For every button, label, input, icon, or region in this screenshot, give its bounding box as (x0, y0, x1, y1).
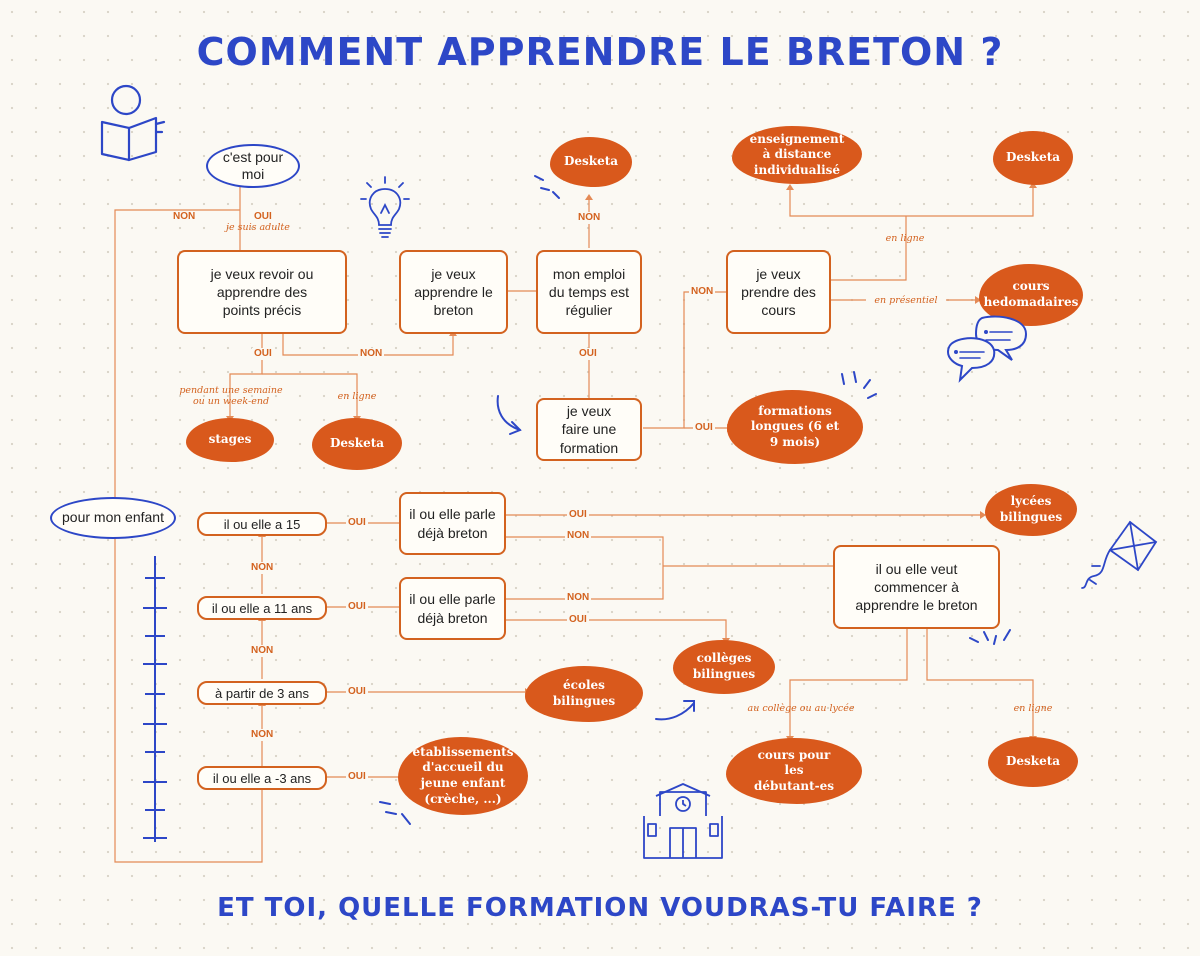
page-title: COMMENT APPRENDRE LE BRETON ? (196, 30, 1004, 74)
label-oui: OUI (693, 422, 715, 434)
label-oui: OUI (346, 771, 368, 783)
box-cours: je veux prendre des cours (726, 250, 831, 334)
arrow-icon (496, 395, 522, 435)
label-non: NON (358, 348, 385, 360)
outcome-formations-longues: formations longues (6 et 9 mois) (727, 390, 863, 464)
label-non: NON (171, 211, 198, 223)
label-oui: OUI (577, 348, 599, 360)
sparkle-lines-icon (969, 629, 1011, 645)
label-en-presentiel: en présentiel (866, 295, 946, 306)
outcome-ecoles-bilingues: écoles bilingues (525, 666, 643, 722)
age-15: il ou elle a 15 (197, 512, 327, 536)
label-oui: OUI (346, 601, 368, 613)
label-oui: OUI (567, 509, 589, 521)
label-non: NON (689, 286, 716, 298)
outcome-stages: stages (186, 418, 274, 462)
age-under-3: il ou elle a -3 ans (197, 766, 327, 790)
sparkle-lines-icon (841, 371, 877, 399)
label-je-suis-adulte: je suis adulte (226, 222, 290, 233)
label-non: NON (249, 562, 276, 574)
label-oui: OUI (252, 211, 274, 223)
outcome-enseignement-distance: enseignement à distance individualisé (732, 126, 862, 184)
age-11: il ou elle a 11 ans (197, 596, 327, 620)
label-non: NON (576, 212, 603, 224)
lightbulb-icon (360, 176, 410, 238)
box-parle-1: il ou elle parle déjà breton (399, 492, 506, 555)
outcome-desketa-1: Desketa (550, 137, 632, 187)
sparkle-lines-icon (534, 175, 560, 199)
outcome-desketa-3: Desketa (312, 418, 402, 470)
label-en-ligne: en ligne (337, 391, 377, 402)
box-commencer: il ou elle veut commencer à apprendre le… (833, 545, 1000, 629)
school-building-icon (643, 783, 723, 859)
box-apprendre: je veux apprendre le breton (399, 250, 508, 334)
label-college-lycee: au collège ou au lycée (747, 703, 855, 714)
label-non: NON (249, 729, 276, 741)
kite-icon (1081, 520, 1158, 589)
label-oui: OUI (567, 614, 589, 626)
label-non: NON (565, 592, 592, 604)
outcome-etablissements: établissements d'accueil du jeune enfant… (398, 737, 528, 815)
label-oui: OUI (346, 517, 368, 529)
outcome-cours-debutants: cours pour les débutant-es (726, 738, 862, 804)
box-revoir: je veux revoir ou apprendre des points p… (177, 250, 347, 334)
outcome-desketa-2: Desketa (993, 131, 1073, 185)
label-en-ligne: en ligne (885, 233, 925, 244)
box-emploi-temps: mon emploi du temps est régulier (536, 250, 642, 334)
box-formation: je veux faire une formation (536, 398, 642, 461)
label-non: NON (565, 530, 592, 542)
sparkle-lines-icon (379, 801, 411, 825)
label-en-ligne: en ligne (1013, 703, 1053, 714)
reading-person-icon (100, 84, 166, 162)
speech-bubbles-icon (946, 315, 1028, 383)
age-3: à partir de 3 ans (197, 681, 327, 705)
label-oui: OUI (252, 348, 274, 360)
outcome-lycees-bilingues: lycées bilingues (985, 484, 1077, 536)
start-for-child: pour mon enfant (50, 497, 176, 539)
arrow-icon (655, 700, 695, 721)
label-pendant-semaine: pendant une semaine ou un week-end (179, 385, 283, 407)
outcome-desketa-4: Desketa (988, 737, 1078, 787)
box-parle-2: il ou elle parle déjà breton (399, 577, 506, 640)
outcome-colleges-bilingues: collèges bilingues (673, 640, 775, 694)
start-for-me: c'est pour moi (206, 144, 300, 188)
label-non: NON (249, 645, 276, 657)
label-oui: OUI (346, 686, 368, 698)
footer-question: ET TOI, QUELLE FORMATION VOUDRAS-TU FAIR… (217, 893, 983, 923)
